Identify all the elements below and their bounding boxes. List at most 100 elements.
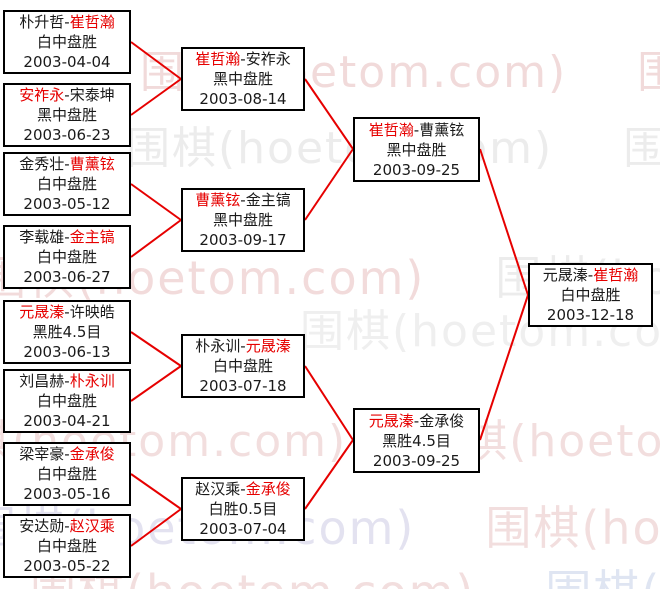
match-players: 崔哲瀚-曹薰铉 — [369, 120, 464, 140]
player-name: 曹薰铉 — [69, 155, 115, 173]
match-date: 2003-05-12 — [23, 195, 111, 213]
player-name: 金承俊 — [245, 480, 291, 498]
watermark-segment: 围棋(hoetom.com) — [485, 501, 660, 555]
match-result: 黑中盘胜 — [212, 70, 273, 88]
match-result: 黑中盘胜 — [386, 140, 447, 159]
player-name: 朴升哲 — [19, 13, 65, 31]
players-separator: - — [240, 480, 246, 498]
match-box-round2-4: 赵汉乘-金承俊 白胜0.5目 2003-07-04 — [181, 477, 305, 541]
player-name: 安祚永 — [245, 50, 291, 68]
players-separator: - — [64, 228, 70, 246]
match-box-round2-2: 曹薰铉-金主镐 黑中盘胜 2003-09-17 — [181, 188, 305, 252]
player-name: 赵汉乘 — [69, 517, 115, 535]
match-box-round1-8: 安达勋-赵汉乘 白中盘胜 2003-05-22 — [3, 514, 131, 578]
player-name: 元晟溱 — [368, 411, 414, 430]
players-separator: - — [240, 191, 246, 209]
match-players: 刘昌赫-朴永训 — [19, 371, 114, 391]
match-box-round1-3: 金秀壮-曹薰铉 白中盘胜 2003-05-12 — [3, 152, 131, 216]
match-players: 梁宰豪-金承俊 — [19, 444, 114, 464]
player-name: 金承俊 — [419, 411, 465, 430]
connector-line — [130, 365, 182, 402]
match-date: 2003-07-04 — [199, 520, 287, 538]
player-name: 刘昌赫 — [19, 372, 65, 390]
match-date: 2003-05-16 — [23, 485, 111, 503]
player-name: 崔哲瀚 — [69, 13, 115, 31]
match-result: 白中盘胜 — [36, 537, 97, 555]
match-box-semifinal-1: 崔哲瀚-曹薰铉 黑中盘胜 2003-09-25 — [353, 117, 480, 182]
players-separator: - — [64, 445, 70, 463]
player-name: 曹薰铉 — [419, 120, 465, 139]
player-name: 安达勋 — [19, 517, 65, 535]
players-separator: - — [413, 120, 420, 139]
match-date: 2003-06-23 — [23, 126, 111, 144]
match-result: 黑中盘胜 — [212, 211, 273, 229]
player-name: 宋泰坤 — [69, 86, 115, 104]
player-name: 崔哲瀚 — [593, 266, 639, 284]
match-players: 金秀壮-曹薰铉 — [19, 154, 114, 174]
match-date: 2003-08-14 — [199, 90, 287, 108]
match-result: 白中盘胜 — [36, 33, 97, 51]
match-players: 赵汉乘-金承俊 — [195, 479, 290, 499]
match-box-round2-1: 崔哲瀚-安祚永 黑中盘胜 2003-08-14 — [181, 47, 305, 111]
players-separator: - — [240, 50, 246, 68]
players-separator: - — [240, 337, 246, 355]
match-date: 2003-04-04 — [23, 53, 111, 71]
match-box-round1-5: 元晟溱-许映皓 黑胜4.5目 2003-06-13 — [3, 300, 131, 364]
match-date: 2003-09-25 — [372, 451, 461, 470]
connector-line — [130, 183, 182, 221]
match-date: 2003-09-25 — [372, 160, 461, 179]
match-date: 2003-06-27 — [23, 268, 111, 286]
match-players: 李载雄-金主镐 — [19, 227, 114, 247]
player-name: 金主镐 — [245, 191, 291, 209]
match-box-final: 元晟溱-崔哲瀚 白中盘胜 2003-12-18 — [528, 263, 653, 327]
match-result: 白中盘胜 — [36, 175, 97, 193]
match-result: 白中盘胜 — [36, 248, 97, 266]
match-result: 白中盘胜 — [36, 392, 97, 410]
players-separator: - — [413, 411, 420, 430]
match-box-round1-4: 李载雄-金主镐 白中盘胜 2003-06-27 — [3, 225, 131, 289]
players-separator: - — [64, 13, 70, 31]
player-name: 梁宰豪 — [19, 445, 65, 463]
match-players: 安祚永-宋泰坤 — [19, 85, 114, 105]
match-players: 安达勋-赵汉乘 — [19, 516, 114, 536]
player-name: 安祚永 — [19, 86, 65, 104]
players-separator: - — [587, 266, 594, 284]
match-box-round1-6: 刘昌赫-朴永训 白中盘胜 2003-04-21 — [3, 369, 131, 433]
match-players: 曹薰铉-金主镐 — [195, 190, 290, 210]
match-box-round2-3: 朴永训-元晟溱 白中盘胜 2003-07-18 — [181, 334, 305, 398]
player-name: 崔哲瀚 — [195, 50, 241, 68]
match-date: 2003-06-13 — [23, 343, 111, 361]
player-name: 崔哲瀚 — [368, 120, 414, 139]
match-players: 元晟溱-金承俊 — [369, 411, 464, 431]
match-date: 2003-12-18 — [546, 306, 635, 324]
match-players: 元晟溱-许映皓 — [19, 302, 114, 322]
match-result: 白中盘胜 — [212, 357, 273, 375]
players-separator: - — [64, 303, 70, 321]
watermark-segment: 围棋(hoetom.com) — [545, 565, 660, 589]
player-name: 金承俊 — [69, 445, 115, 463]
match-date: 2003-09-17 — [199, 231, 287, 249]
match-box-round1-1: 朴升哲-崔哲瀚 白中盘胜 2003-04-04 — [3, 10, 131, 74]
match-result: 白中盘胜 — [36, 465, 97, 483]
match-result: 黑中盘胜 — [36, 106, 97, 124]
player-name: 元晟溱 — [245, 337, 291, 355]
match-date: 2003-07-18 — [199, 377, 287, 395]
match-players: 朴升哲-崔哲瀚 — [19, 12, 114, 32]
player-name: 许映皓 — [69, 303, 115, 321]
player-name: 朴永训 — [195, 337, 241, 355]
match-result: 白中盘胜 — [560, 286, 621, 304]
watermark-segment: 围棋(hoetom.com) — [637, 47, 660, 98]
watermark-segment: 围棋(hoetom.com) — [623, 123, 660, 174]
player-name: 元晟溱 — [542, 266, 588, 284]
match-box-round1-2: 安祚永-宋泰坤 黑中盘胜 2003-06-23 — [3, 83, 131, 147]
player-name: 曹薰铉 — [195, 191, 241, 209]
connector-line — [130, 331, 182, 367]
match-box-semifinal-2: 元晟溱-金承俊 黑胜4.5目 2003-09-25 — [353, 408, 480, 473]
player-name: 元晟溱 — [19, 303, 65, 321]
match-result: 黑胜4.5目 — [32, 323, 102, 341]
match-result: 黑胜4.5目 — [382, 431, 451, 450]
match-result: 白胜0.5目 — [208, 500, 278, 518]
player-name: 李载雄 — [19, 228, 65, 246]
players-separator: - — [64, 86, 70, 104]
